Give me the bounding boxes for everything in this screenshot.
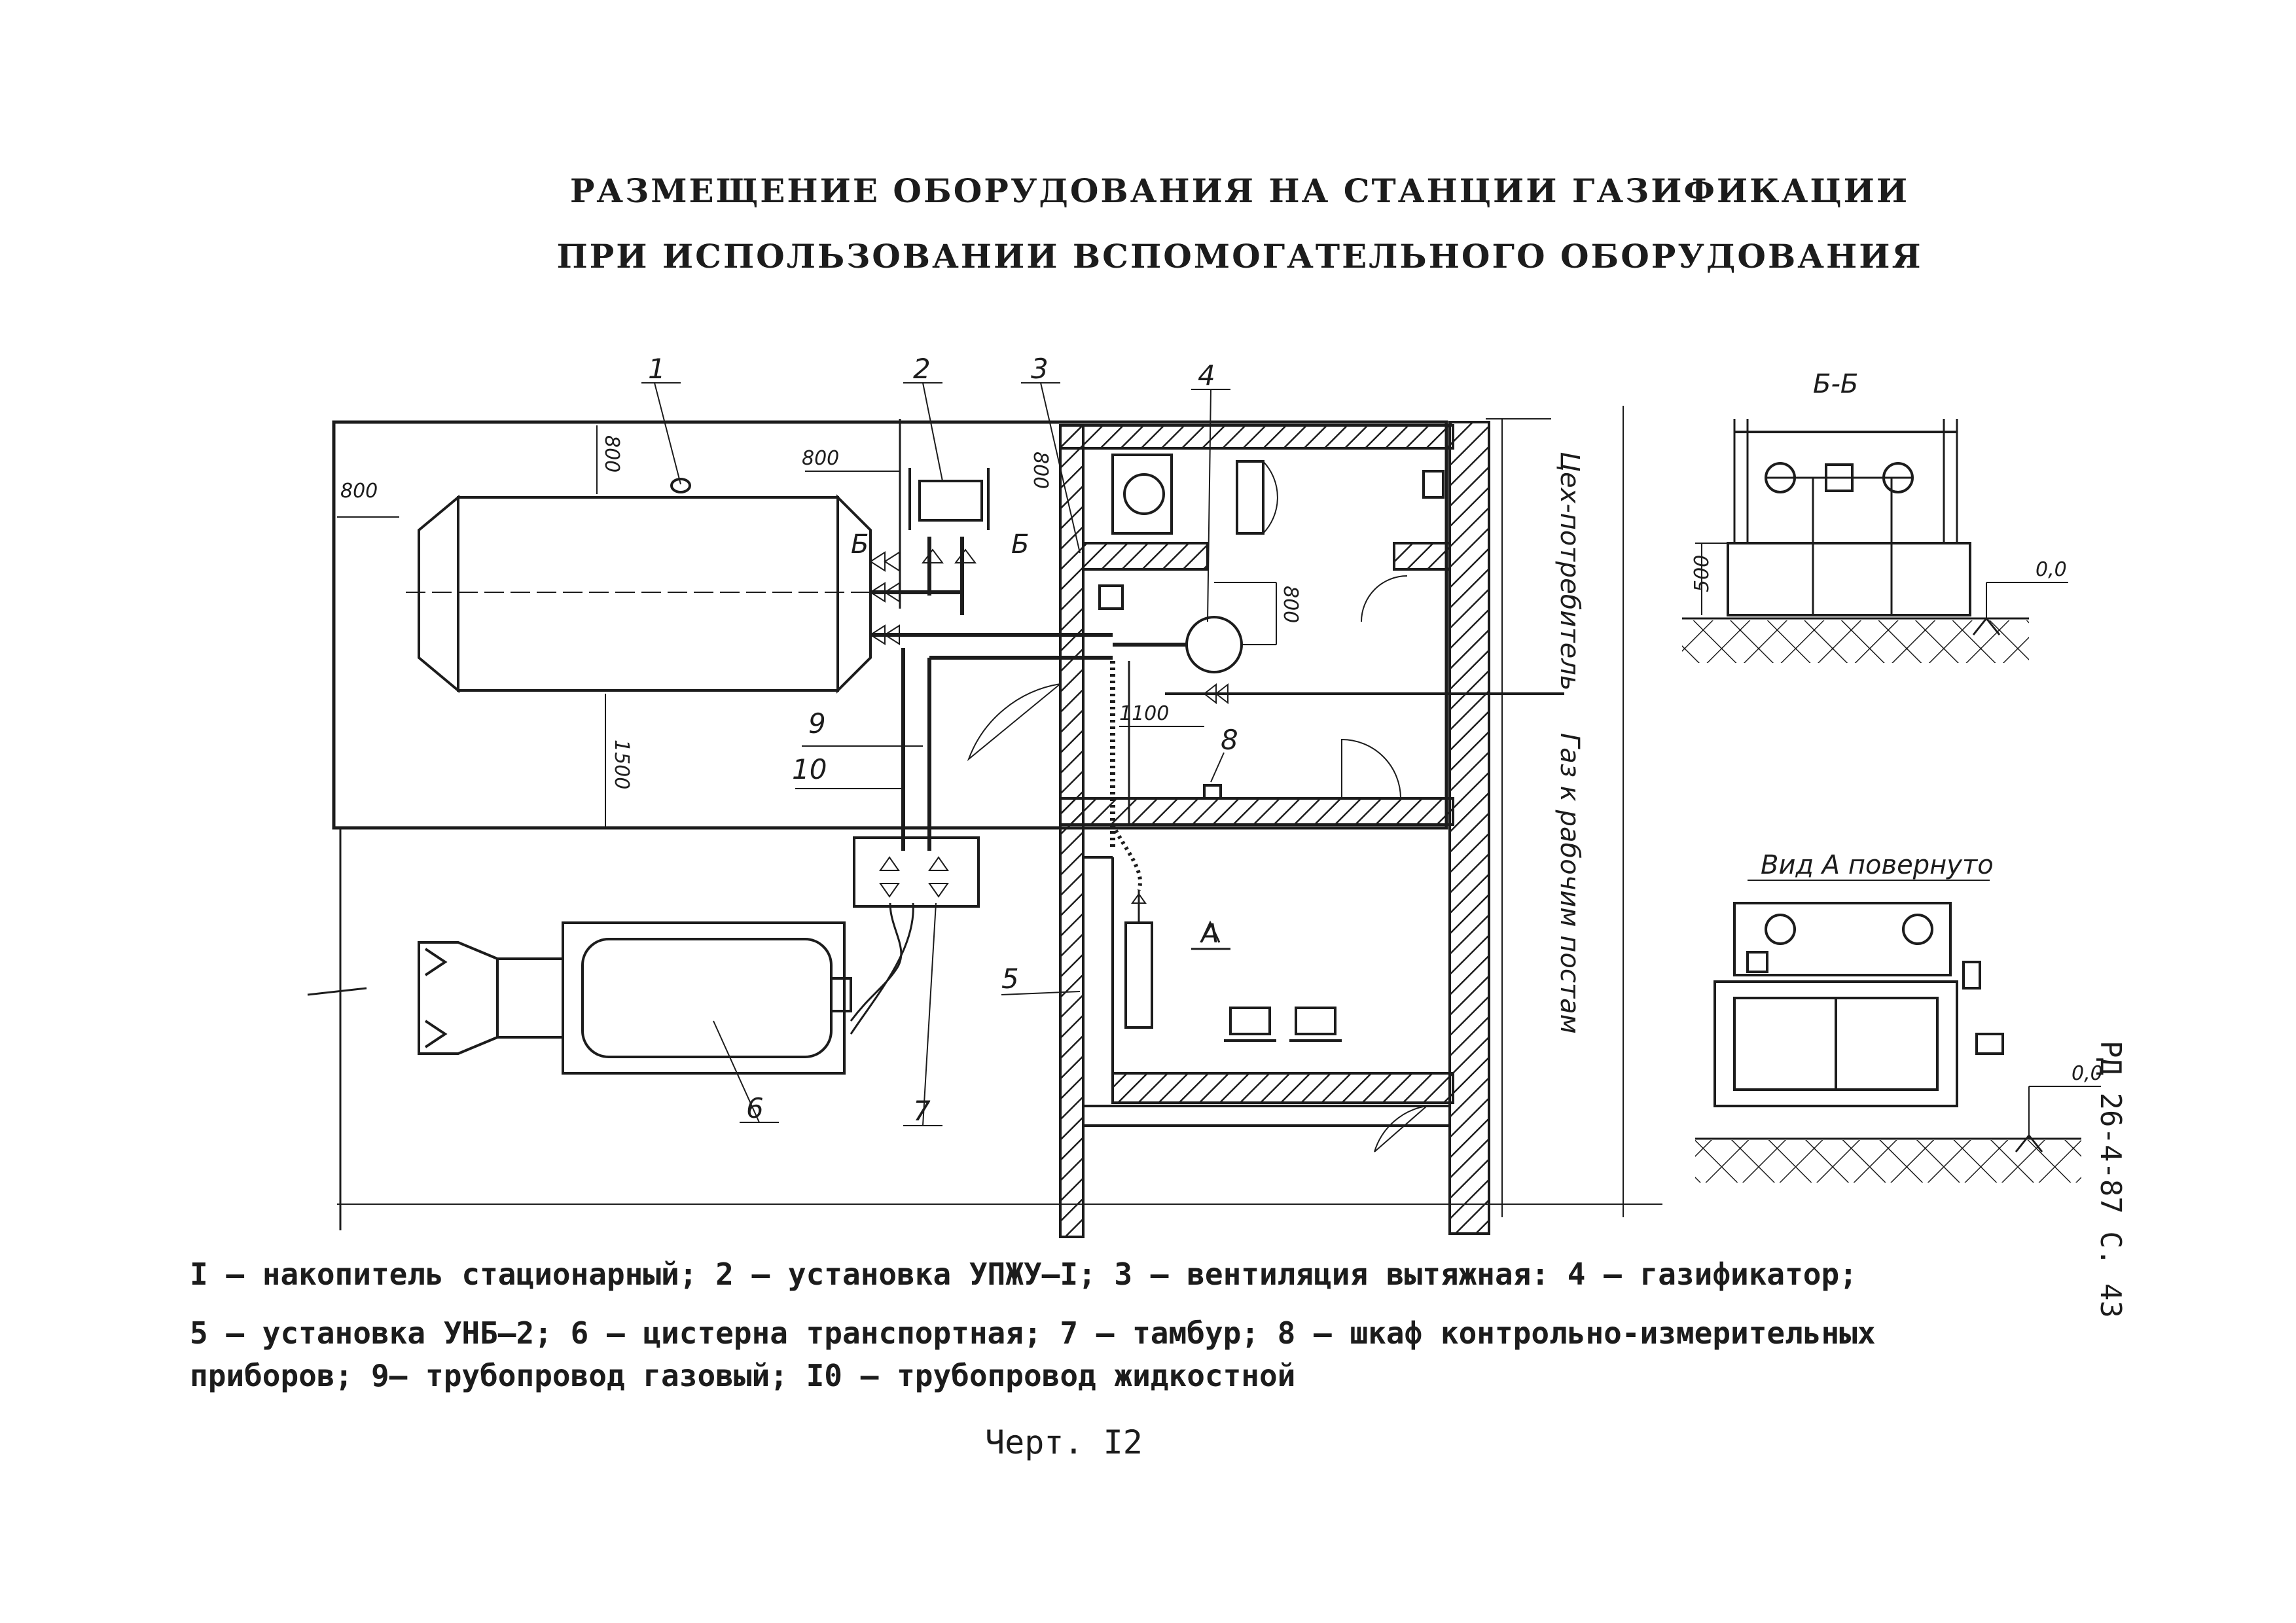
document-code: РД 26-4-87 С. 43 bbox=[2094, 1041, 2127, 1318]
view-a bbox=[1695, 880, 2101, 1183]
title-line-1: РАЗМЕЩЕНИЕ ОБОРУДОВАНИЯ НА СТАНЦИИ ГАЗИФ… bbox=[569, 171, 1910, 210]
tambour-7 bbox=[853, 836, 980, 908]
dim-800-left: 800 bbox=[340, 480, 378, 503]
callout-2: 2 bbox=[913, 353, 931, 385]
dim-1500: 1500 bbox=[610, 740, 633, 789]
label-gas-to-posts: Газ к рабочим постам bbox=[1554, 733, 1585, 1034]
dim-800-near3: 800 bbox=[1029, 452, 1052, 489]
callout-4: 4 bbox=[1198, 359, 1215, 391]
view-mark-a: А bbox=[1199, 919, 1219, 949]
view-a-title: Вид А повернуто bbox=[1761, 850, 1994, 880]
exhaust-ventilation-3 bbox=[1111, 454, 1173, 535]
site-boundary bbox=[332, 420, 1448, 830]
dim-800-gasifier: 800 bbox=[1279, 586, 1302, 623]
section-mark-left: Б bbox=[851, 529, 869, 560]
callout-10: 10 bbox=[792, 753, 827, 785]
dim-800-pipe: 800 bbox=[802, 447, 839, 470]
callout-8: 8 bbox=[1221, 724, 1238, 756]
section-b-b bbox=[1682, 419, 2068, 663]
unit-unb-5 bbox=[1111, 823, 1153, 1029]
transport-tanker-6 bbox=[418, 921, 852, 1075]
label-consumer-shop: Цех-потребитель bbox=[1554, 452, 1585, 690]
callout-6: 6 bbox=[746, 1092, 764, 1124]
level-mark-section: 0,0 bbox=[2036, 558, 2067, 581]
unit-upzhu-2 bbox=[908, 468, 990, 530]
section-mark-right: Б bbox=[1011, 529, 1029, 560]
title-line-2: ПРИ ИСПОЛЬЗОВАНИИ ВСПОМОГАТЕЛЬНОГО ОБОРУ… bbox=[556, 237, 1923, 276]
legend-line-3: приборов; 9– трубопровод газовый; I0 – т… bbox=[190, 1358, 1296, 1393]
callout-3: 3 bbox=[1031, 353, 1049, 385]
gasifier-4 bbox=[1098, 582, 1564, 705]
storage-tank-1 bbox=[406, 478, 884, 694]
callout-5: 5 bbox=[1001, 963, 1019, 995]
section-b-b-title: Б-Б bbox=[1813, 369, 1858, 399]
dim-1100: 1100 bbox=[1119, 702, 1169, 725]
figure-label: Черт. I2 bbox=[985, 1423, 1143, 1461]
callout-9: 9 bbox=[808, 707, 826, 740]
legend-line-2: 5 – установка УНБ–2; 6 – цистерна трансп… bbox=[190, 1315, 1876, 1351]
dim-500: 500 bbox=[1691, 555, 1713, 592]
legend-line-1: I – накопитель стационарный; 2 – установ… bbox=[190, 1257, 1857, 1292]
instrument-cabinet-8 bbox=[1203, 784, 1222, 800]
callout-7: 7 bbox=[913, 1095, 931, 1127]
callout-1: 1 bbox=[648, 353, 666, 385]
building-walls bbox=[1059, 421, 1490, 1238]
dim-800-top: 800 bbox=[600, 435, 623, 473]
level-mark-view: 0,0 bbox=[2072, 1062, 2103, 1085]
